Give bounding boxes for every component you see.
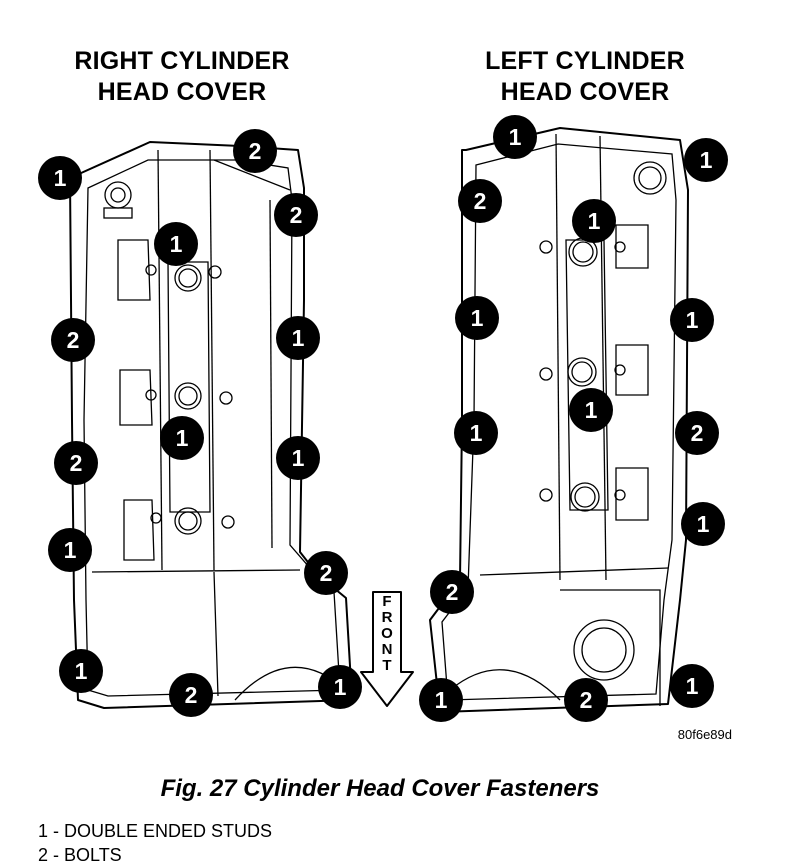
svg-text:1: 1 <box>334 674 347 700</box>
svg-text:2: 2 <box>691 420 704 446</box>
callout-badge: 1 <box>454 411 498 455</box>
callout-badge: 2 <box>458 179 502 223</box>
svg-text:2: 2 <box>580 687 593 713</box>
svg-text:1: 1 <box>292 325 305 351</box>
callout-badge: 1 <box>318 665 362 709</box>
svg-text:2: 2 <box>474 188 487 214</box>
svg-text:1: 1 <box>686 673 699 699</box>
callout-badge: 1 <box>59 649 103 693</box>
callout-badge: 1 <box>276 316 320 360</box>
callout-badge: 1 <box>684 138 728 182</box>
front-letter: F <box>382 593 391 610</box>
front-direction-arrow <box>360 591 414 707</box>
svg-text:2: 2 <box>67 327 80 353</box>
left-cover-title-line1: LEFT CYLINDER <box>485 47 685 75</box>
svg-text:1: 1 <box>697 511 710 537</box>
callout-badge: 1 <box>276 436 320 480</box>
right-cover-title-line2: HEAD COVER <box>97 78 267 106</box>
svg-text:2: 2 <box>446 579 459 605</box>
callout-badge: 1 <box>493 115 537 159</box>
callout-badge: 1 <box>160 416 204 460</box>
callout-badge: 1 <box>419 678 463 722</box>
svg-text:1: 1 <box>54 165 67 191</box>
svg-text:1: 1 <box>292 445 305 471</box>
svg-text:1: 1 <box>700 147 713 173</box>
svg-text:1: 1 <box>471 305 484 331</box>
svg-text:1: 1 <box>588 208 601 234</box>
callout-badge: 2 <box>54 441 98 485</box>
callout-badge: 1 <box>681 502 725 546</box>
figure-code: 80f6e89d <box>677 727 732 742</box>
front-letter: R <box>382 609 393 626</box>
svg-text:1: 1 <box>170 231 183 257</box>
svg-text:1: 1 <box>75 658 88 684</box>
callout-badge: 2 <box>51 318 95 362</box>
figure-caption: Fig. 27 Cylinder Head Cover Fasteners <box>160 775 600 802</box>
callout-badge: 1 <box>670 298 714 342</box>
callout-badge: 2 <box>304 551 348 595</box>
svg-text:1: 1 <box>686 307 699 333</box>
svg-text:1: 1 <box>509 124 522 150</box>
right-cover-callouts: 1 2 2 1 1 2 1 2 1 2 1 2 1 1 <box>38 129 362 717</box>
cylinder-head-cover-diagram: F R O N T 1 2 2 1 1 2 1 2 1 2 1 2 1 1 1 … <box>38 115 728 722</box>
legend-item-studs: 1 - DOUBLE ENDED STUDS <box>38 821 273 841</box>
front-letter: N <box>382 641 393 658</box>
callout-badge: 2 <box>274 193 318 237</box>
callout-badge: 2 <box>675 411 719 455</box>
svg-text:2: 2 <box>70 450 83 476</box>
front-letter: O <box>381 625 393 642</box>
callout-badge: 1 <box>572 199 616 243</box>
svg-text:1: 1 <box>585 397 598 423</box>
front-letter: T <box>382 657 391 674</box>
svg-text:2: 2 <box>249 138 262 164</box>
left-cover-callouts: 1 1 2 1 1 1 1 1 2 2 1 1 2 1 <box>419 115 728 722</box>
svg-text:2: 2 <box>320 560 333 586</box>
svg-text:1: 1 <box>435 687 448 713</box>
callout-badge: 2 <box>233 129 277 173</box>
callout-badge: 1 <box>48 528 92 572</box>
callout-badge: 1 <box>455 296 499 340</box>
svg-text:2: 2 <box>185 682 198 708</box>
svg-text:1: 1 <box>470 420 483 446</box>
callout-badge: 2 <box>169 673 213 717</box>
callout-badge: 1 <box>670 664 714 708</box>
callout-badge: 2 <box>564 678 608 722</box>
svg-text:1: 1 <box>176 425 189 451</box>
left-cover-title-line2: HEAD COVER <box>500 78 670 106</box>
right-cover-title-line1: RIGHT CYLINDER <box>74 47 290 75</box>
callout-badge: 2 <box>430 570 474 614</box>
front-label: F R O N T <box>381 593 393 674</box>
left-cover-title: LEFT CYLINDER HEAD COVER <box>445 46 725 108</box>
legend-item-bolts: 2 - BOLTS <box>38 845 122 865</box>
svg-text:1: 1 <box>64 537 77 563</box>
callout-badge: 1 <box>38 156 82 200</box>
right-cover-title: RIGHT CYLINDER HEAD COVER <box>42 46 322 108</box>
callout-badge: 1 <box>154 222 198 266</box>
svg-text:2: 2 <box>290 202 303 228</box>
callout-badge: 1 <box>569 388 613 432</box>
